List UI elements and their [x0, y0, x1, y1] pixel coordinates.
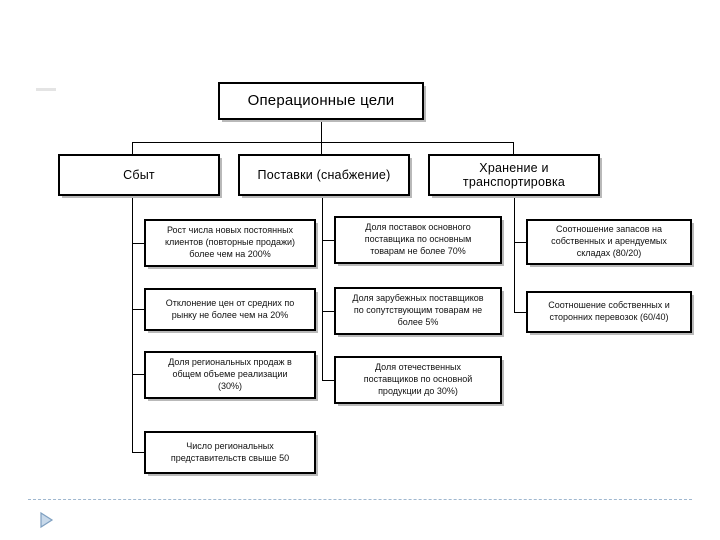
node-supply-leaf-2-label: Доля зарубежных поставщиков по сопутству…: [352, 293, 484, 327]
connector-spine-storage: [514, 196, 515, 312]
connector-spine-sales: [132, 196, 133, 452]
node-supply-leaf-1[interactable]: Доля поставок основного поставщика по ос…: [334, 216, 502, 264]
node-storage-leaf-1[interactable]: Соотношение запасов на собственных и аре…: [526, 219, 692, 265]
node-storage-transport-label: Хранение и транспортировка: [462, 160, 566, 189]
node-supply-leaf-3-label: Доля отечественных поставщиков по основн…: [363, 362, 473, 396]
node-storage-leaf-1-label: Соотношение запасов на собственных и аре…: [551, 224, 667, 258]
node-sales-leaf-1[interactable]: Рост числа новых постоянных клиентов (по…: [144, 219, 316, 267]
node-sales-leaf-2[interactable]: Отклонение цен от средних по рынку не бо…: [144, 288, 316, 331]
node-operational-goals-label: Операционные цели: [247, 92, 395, 110]
node-sales-leaf-4[interactable]: Число региональных представительств свыш…: [144, 431, 316, 474]
connector-stub-supply-1: [322, 240, 334, 241]
connector-drop-supply: [321, 142, 322, 154]
node-supply-leaf-1-label: Доля поставок основного поставщика по ос…: [364, 222, 472, 256]
node-sales-leaf-4-label: Число региональных представительств свыш…: [170, 440, 290, 463]
corner-mark: [36, 88, 56, 91]
node-sales-leaf-3-label: Доля региональных продаж в общем объеме …: [168, 357, 292, 391]
play-triangle-icon[interactable]: [36, 510, 56, 530]
connector-drop-sales: [132, 142, 133, 154]
connector-spine-supply: [322, 196, 323, 380]
node-operational-goals[interactable]: Операционные цели: [218, 82, 424, 120]
node-supply-leaf-3[interactable]: Доля отечественных поставщиков по основн…: [334, 356, 502, 404]
connector-level2-bus: [132, 142, 513, 143]
connector-drop-storage: [513, 142, 514, 154]
connector-stub-sales-2: [132, 309, 144, 310]
node-storage-leaf-2[interactable]: Соотношение собственных и сторонних пере…: [526, 291, 692, 333]
connector-stub-supply-2: [322, 311, 334, 312]
connector-stub-supply-3: [322, 380, 334, 381]
connector-stub-sales-1: [132, 243, 144, 244]
node-sales-leaf-1-label: Рост числа новых постоянных клиентов (по…: [164, 225, 296, 259]
node-sales[interactable]: Сбыт: [58, 154, 220, 196]
connector-stub-storage-1: [514, 242, 526, 243]
dashed-divider: [28, 499, 692, 500]
node-sales-leaf-3[interactable]: Доля региональных продаж в общем объеме …: [144, 351, 316, 399]
node-sales-leaf-2-label: Отклонение цен от средних по рынку не бо…: [165, 297, 295, 320]
connector-root-stem: [321, 120, 322, 142]
node-supply[interactable]: Поставки (снабжение): [238, 154, 410, 196]
node-storage-leaf-2-label: Соотношение собственных и сторонних пере…: [548, 300, 670, 322]
node-sales-label: Сбыт: [123, 167, 155, 182]
connector-stub-sales-3: [132, 374, 144, 375]
node-supply-leaf-2[interactable]: Доля зарубежных поставщиков по сопутству…: [334, 287, 502, 335]
connector-stub-storage-2: [514, 312, 526, 313]
connector-stub-sales-4: [132, 452, 144, 453]
node-supply-label: Поставки (снабжение): [257, 167, 391, 182]
node-storage-transport[interactable]: Хранение и транспортировка: [428, 154, 600, 196]
